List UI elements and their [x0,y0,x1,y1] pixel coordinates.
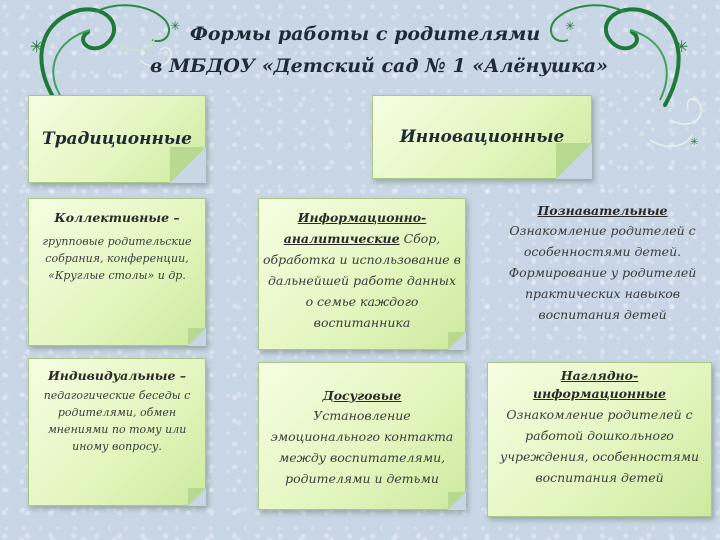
card-cognitive-heading: Познавательные [537,203,668,218]
card-leisure-text: Установление эмоционального контакта меж… [270,408,454,486]
card-individual-text: педагогические беседы с родителями, обме… [43,389,191,453]
category-innovative-label: Инновационные [399,127,565,147]
category-innovative: Инновационные [372,95,592,179]
card-collective-text: групповые родительские собрания, конфере… [42,235,192,282]
svg-text:✳: ✳ [565,19,575,33]
card-individual-heading: Индивидуальные – [47,368,187,383]
swirl-ornament-right-icon: ✳ ✳ ✳ [549,4,702,148]
card-individual: Индивидуальные – педагогические беседы с… [28,358,206,506]
title-line-2: в МБДОУ «Детский сад № 1 «Алёнушка» [150,55,608,77]
card-collective: Коллективные – групповые родительские со… [28,198,206,346]
card-cognitive: Познавательные Ознакомление родителей с … [500,202,705,352]
svg-text:✳: ✳ [690,137,698,148]
card-visual-info-text: Ознакомление родителей с работой дошколь… [499,407,700,485]
category-traditional-label: Традиционные [42,129,192,149]
swirl-ornament-left-icon: ✳ ✳ [30,4,180,102]
title-line-1: Формы работы с родителями [189,23,541,45]
card-cognitive-text: Ознакомление родителей с особенностями д… [508,223,697,322]
card-info-analytic-heading: Информационно-аналитические [283,210,427,246]
card-leisure-heading: Досуговые [322,388,402,403]
card-collective-heading: Коллективные – [54,210,180,225]
page-title: Формы работы с родителями в МБДОУ «Детск… [150,18,608,82]
card-visual-info-heading: Наглядно-информационные [533,368,666,401]
card-info-analytic-text: Сбор, обработка и использование в дальне… [263,231,461,330]
category-traditional: Традиционные [28,95,206,183]
svg-text:✳: ✳ [675,37,688,56]
card-leisure: Досуговые Установление эмоционального ко… [258,362,466,510]
svg-text:✳: ✳ [30,37,43,56]
card-visual-info: Наглядно-информационные Ознакомление род… [487,362,712,517]
card-info-analytic: Информационно-аналитические Сбор, обрабо… [258,198,466,350]
svg-text:✳: ✳ [170,19,180,33]
